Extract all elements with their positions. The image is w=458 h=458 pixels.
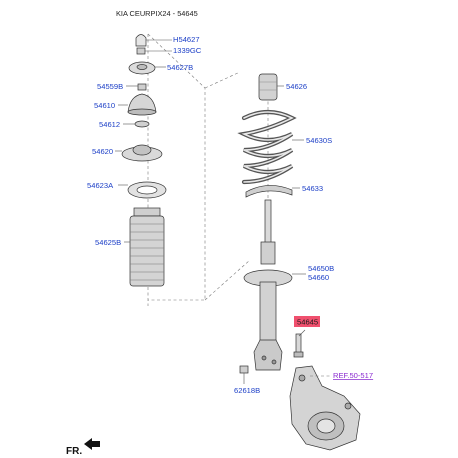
bearing-nut-part xyxy=(137,83,147,91)
strut-rod-part xyxy=(264,199,272,245)
label-lower-pad[interactable]: 54633 xyxy=(302,184,323,193)
assembly-outline xyxy=(147,33,206,301)
coil-spring-part xyxy=(237,109,297,185)
label-mount[interactable]: 54610 xyxy=(94,101,115,110)
insulator-plate-part xyxy=(128,61,156,75)
strut-body-part xyxy=(243,241,293,371)
label-washer[interactable]: 54612 xyxy=(99,120,120,129)
lower-pad-part xyxy=(245,185,293,198)
nut-part xyxy=(136,47,146,55)
dust-cover-part xyxy=(129,207,165,287)
knuckle-part xyxy=(289,365,361,451)
label-nut-cap[interactable]: H54627 xyxy=(173,35,200,44)
seat-part xyxy=(121,144,163,162)
bolt-part xyxy=(293,333,304,358)
washer-part xyxy=(134,120,150,128)
bottom-link-line xyxy=(204,259,251,301)
label-dust-cover[interactable]: 54625B xyxy=(95,238,121,247)
label-spring-pad[interactable]: 54623A xyxy=(87,181,114,190)
label-nut[interactable]: 1339GC xyxy=(173,46,202,55)
direction-label: FR. xyxy=(66,446,82,457)
top-link-line xyxy=(204,71,241,89)
label-strut-a[interactable]: 54650B xyxy=(308,264,334,273)
bolt-leader xyxy=(298,329,306,337)
nut-lower-part xyxy=(239,365,249,374)
label-strut-b[interactable]: 54660 xyxy=(308,273,329,282)
mount-part xyxy=(127,93,157,116)
nut-cap-part xyxy=(135,34,147,47)
bumper-part xyxy=(258,73,278,101)
label-seat[interactable]: 54620 xyxy=(92,147,113,156)
label-bumper[interactable]: 54626 xyxy=(286,82,307,91)
highlight-box xyxy=(294,316,320,327)
label-insulator-plate[interactable]: 54627B xyxy=(167,63,193,72)
label-bolt-highlighted[interactable]: 54645 xyxy=(297,318,318,327)
diagram-title: KIA CEURPIX24 - 54645 xyxy=(116,9,198,18)
label-coil-spring[interactable]: 54630S xyxy=(306,136,332,145)
label-reference[interactable]: REF.50-517 xyxy=(333,371,373,380)
arrow-left-icon xyxy=(84,438,100,450)
spring-pad-part xyxy=(127,181,167,199)
label-bearing-nut[interactable]: 54559B xyxy=(97,82,123,91)
label-nut-lower[interactable]: 62618B xyxy=(234,386,260,395)
